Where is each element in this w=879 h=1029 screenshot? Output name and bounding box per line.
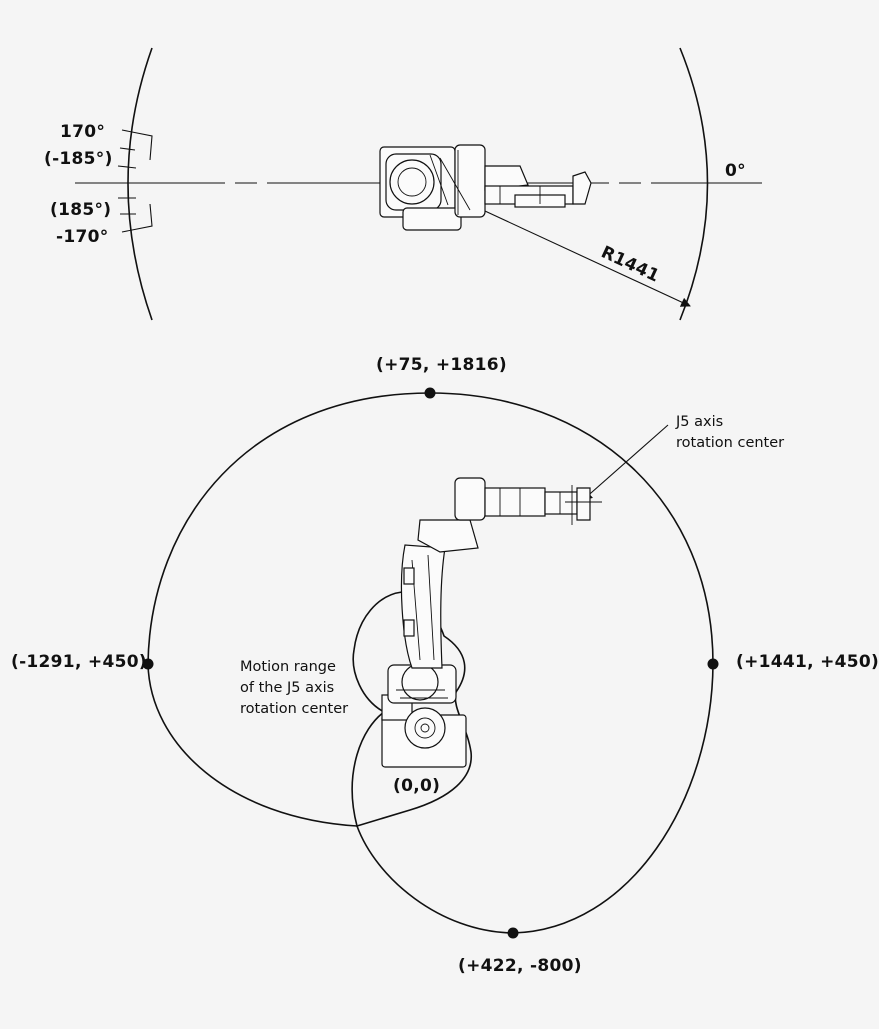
robot-side-view [381, 477, 602, 768]
motion-label-line2: of the J5 axis [240, 680, 334, 696]
point-bottom-marker [507, 927, 519, 939]
outer-envelope-curve [147, 392, 714, 934]
j5-label-line2: rotation center [676, 435, 784, 451]
angle-tick-upper [117, 129, 153, 169]
coord-label-left: (-1291, +450) [11, 652, 147, 672]
top-view-right-arc [679, 47, 709, 321]
point-left-marker [142, 658, 154, 670]
coord-label-bottom: (+422, -800) [458, 956, 582, 976]
point-right-marker [707, 658, 719, 670]
coord-label-origin: (0,0) [393, 776, 440, 796]
j5-pointer-line [582, 424, 669, 501]
angle-tick-lower [118, 197, 153, 233]
radius-label: R1441 [598, 242, 663, 286]
angle-label-minus-185: (-185°) [44, 149, 113, 169]
side-view: (+75, +1816) (-1291, +450) (+1441, +450)… [11, 355, 879, 976]
coord-label-right: (+1441, +450) [736, 652, 879, 672]
top-view: 170° (-185°) 0° (185°) -170° R1441 [44, 47, 762, 321]
radius-arrow [471, 204, 691, 307]
motion-label-line3: rotation center [240, 701, 348, 717]
robot-top-view [379, 144, 592, 231]
angle-label-zero: 0° [725, 161, 746, 181]
angle-label-185: (185°) [50, 200, 111, 220]
coord-label-top: (+75, +1816) [376, 355, 507, 375]
angle-label-plus-170: 170° [60, 122, 105, 142]
top-view-left-arc [127, 47, 153, 321]
angle-label-minus-170: -170° [56, 227, 109, 247]
point-top-marker [424, 387, 436, 399]
j5-label-line1: J5 axis [675, 414, 723, 430]
motion-label-line1: Motion range [240, 659, 336, 675]
